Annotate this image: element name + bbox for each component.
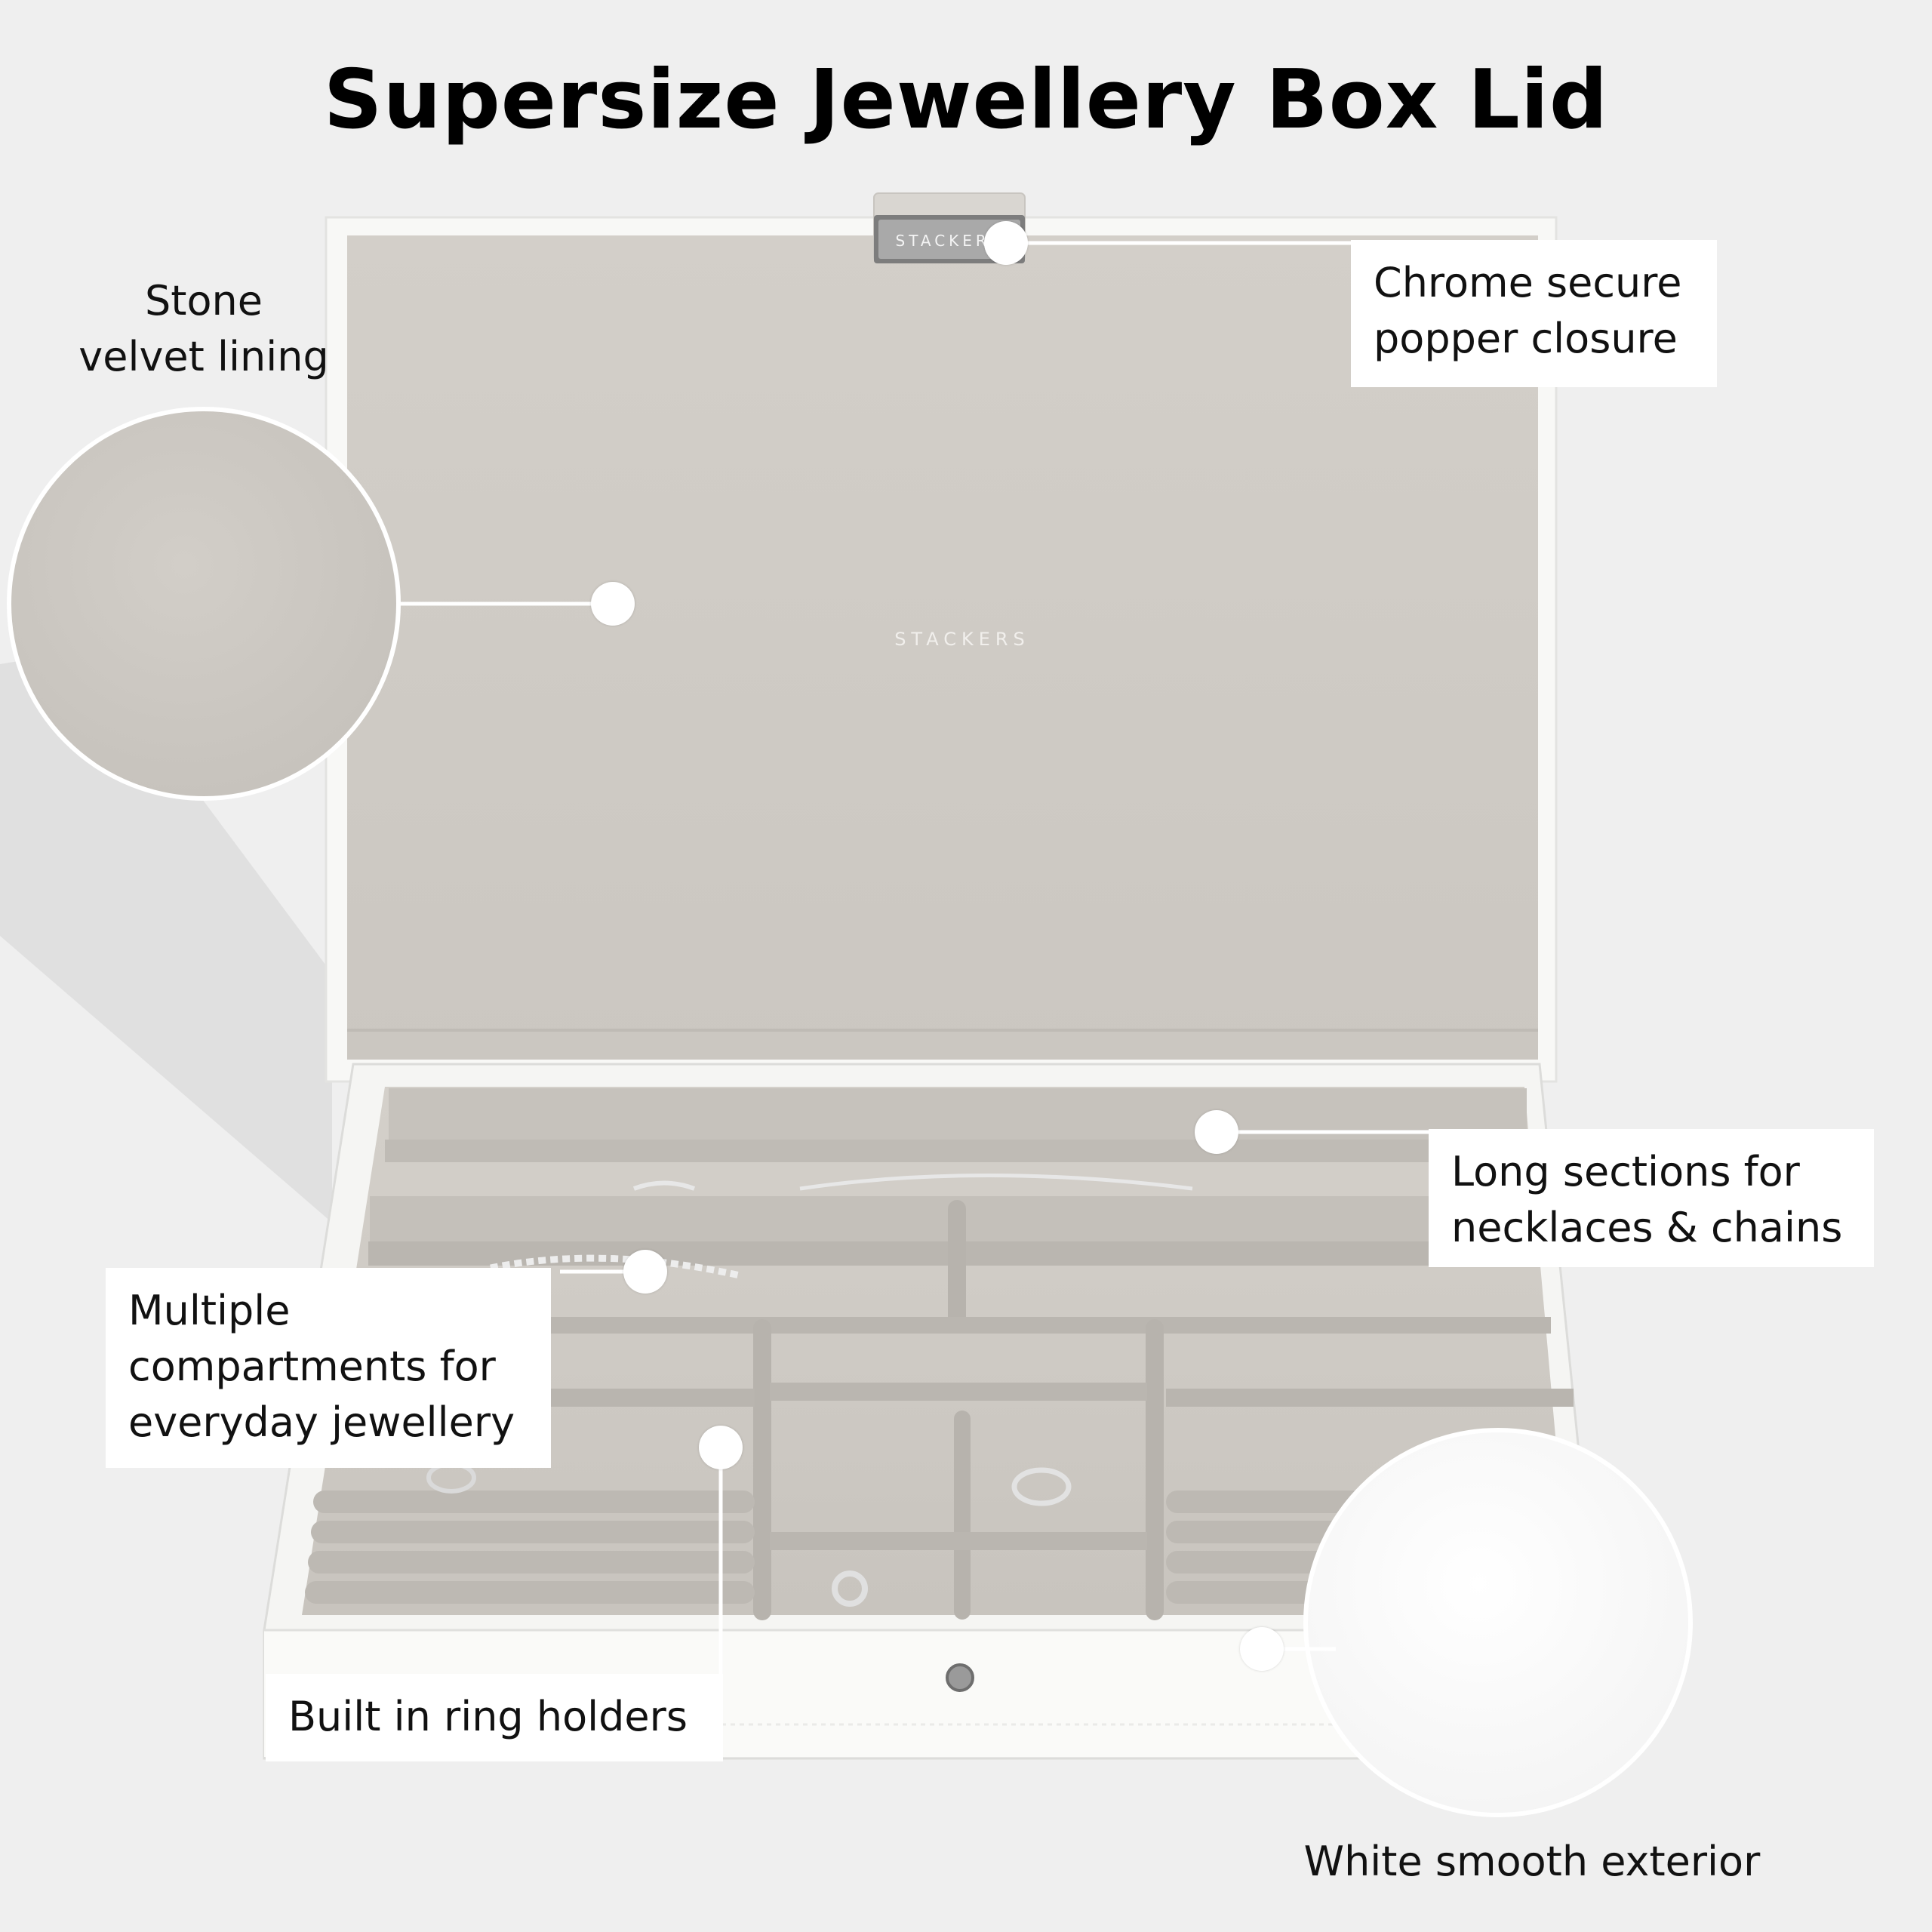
white-exterior-swatch: [1303, 1428, 1693, 1817]
callout-dot-ring: [699, 1426, 743, 1469]
callout-dot-white: [1240, 1627, 1284, 1671]
lid-brand-text: STACKERS: [894, 629, 1030, 650]
compartments-label: Multiple compartments for everyday jewel…: [106, 1268, 551, 1468]
long-sections-label: Long sections for necklaces & chains: [1429, 1129, 1874, 1267]
leader-lines: [398, 241, 1430, 1679]
callout-dot-multiple: [623, 1250, 667, 1294]
ring-holders-label-line-1: Built in ring holders: [288, 1693, 688, 1740]
page-title: Supersize Jewellery Box Lid: [323, 53, 1609, 147]
compartments-label-line-2: compartments for: [128, 1343, 496, 1390]
white-exterior-label-line-1: White smooth exterior: [1303, 1838, 1761, 1885]
callout-dot-long: [1195, 1110, 1238, 1154]
long-sections-label-line-1: Long sections for: [1451, 1148, 1800, 1195]
stone-velvet-label: Stone velvet lining: [45, 273, 362, 385]
compartments-label-line-3: everyday jewellery: [128, 1398, 515, 1446]
stone-velvet-label-line-1: Stone: [145, 277, 263, 325]
long-sections-label-line-2: necklaces & chains: [1451, 1204, 1843, 1251]
clasp-brand-text: STACKERS: [896, 232, 1004, 250]
stone-velvet-label-line-2: velvet lining: [78, 333, 329, 380]
white-exterior-label: White smooth exterior: [1253, 1834, 1811, 1890]
chrome-closure-label-line-1: Chrome secure: [1374, 259, 1682, 306]
ring-holders-label: Built in ring holders: [266, 1674, 723, 1761]
callout-dot-stone: [591, 582, 635, 626]
compartments-label-line-1: Multiple: [128, 1287, 291, 1334]
jewellery-items: [426, 1174, 1193, 1607]
chrome-closure-label-line-2: popper closure: [1374, 315, 1678, 362]
front-popper-icon: [946, 1663, 974, 1692]
stone-velvet-swatch: [7, 407, 401, 801]
chrome-closure-label: Chrome secure popper closure: [1351, 240, 1717, 387]
cast-shadow: [0, 649, 332, 1223]
callout-dot-chrome: [984, 221, 1028, 265]
